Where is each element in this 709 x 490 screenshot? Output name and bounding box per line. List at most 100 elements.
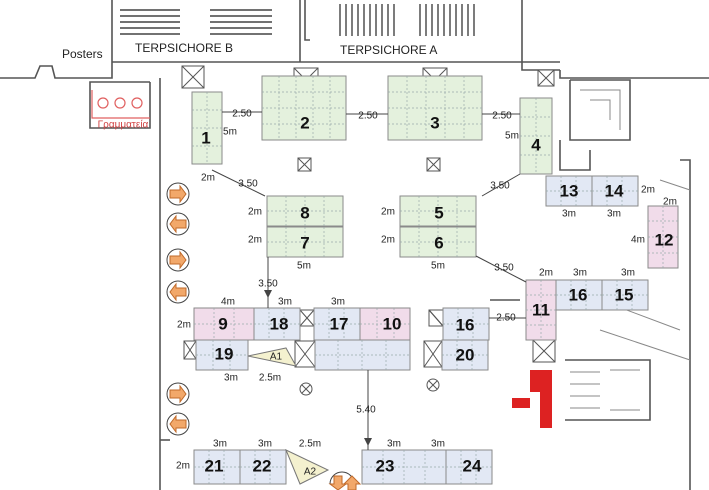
booth-number: 22: [253, 457, 272, 476]
dim-label: 4m: [631, 235, 645, 246]
column-icon: [426, 378, 440, 392]
hall-terpsichore-a: TERPSICHORE A: [339, 4, 475, 57]
seating-rows: [120, 9, 272, 35]
stage-marker-step: [512, 398, 530, 408]
bottom-entrance: [328, 471, 362, 490]
booth-18[interactable]: 18: [253, 307, 301, 341]
booth-24[interactable]: 24: [445, 449, 493, 485]
pillar-icon: [428, 309, 444, 327]
dim-label: 2m: [663, 197, 677, 208]
booth-number: 16: [456, 316, 475, 335]
secretariat-desk: Γραμματεία: [91, 90, 150, 131]
pillar-icon: [537, 69, 555, 87]
booth-20[interactable]: 20: [441, 339, 489, 371]
booth-16b[interactable]: 16: [555, 279, 603, 311]
posters-label: Posters: [62, 47, 103, 61]
dim-label: 2m: [381, 235, 395, 246]
dim-label: 3m: [331, 297, 345, 308]
dim-label: 2m: [381, 207, 395, 218]
booth-1[interactable]: 1: [191, 91, 223, 165]
booth-number: 21: [205, 457, 224, 476]
booth-center-row: [314, 339, 411, 371]
dim-label: 2.50: [496, 313, 516, 324]
booth-6[interactable]: 6: [399, 226, 477, 258]
booth-17[interactable]: 17: [313, 307, 361, 341]
booth-a2[interactable]: A2: [285, 448, 330, 485]
dim-label: 2m: [201, 173, 215, 184]
booth-16[interactable]: 16: [442, 307, 490, 341]
booth-number: 6: [434, 234, 443, 253]
pillar-icon: [181, 65, 205, 89]
booth-10[interactable]: 10: [359, 307, 411, 341]
pillar-icon: [532, 339, 556, 363]
dim-label: 2.50: [358, 111, 378, 122]
pillar-icon: [294, 340, 316, 368]
entrance-arrows: [166, 182, 190, 436]
booth-number: 16: [569, 286, 588, 305]
booth-label: A1: [270, 352, 283, 363]
measurement-lines: [211, 111, 527, 450]
booth-12[interactable]: 12: [647, 205, 679, 269]
booth-8[interactable]: 8: [266, 195, 344, 227]
arrow-up-icon: [342, 475, 362, 490]
dim-label: 4m: [221, 297, 235, 308]
booth-11[interactable]: 11: [525, 279, 557, 341]
booth-14[interactable]: 14: [591, 175, 639, 207]
dim-label: 3m: [607, 209, 621, 220]
seating-rows: [339, 4, 475, 36]
booth-number: 4: [531, 136, 541, 155]
dim-label: 5m: [431, 261, 445, 272]
booth-4[interactable]: 4: [519, 97, 553, 175]
booth-number: 19: [215, 345, 234, 364]
booths: 1 2 3 4 5 6: [191, 75, 679, 485]
booth-number: 18: [270, 315, 289, 334]
pillar-icon: [183, 340, 197, 360]
stage-marker: [530, 370, 552, 428]
booth-number: 2: [300, 114, 309, 133]
column-icon: [299, 382, 313, 396]
hall-label-b: TERPSICHORE B: [135, 41, 233, 55]
double-arrow-icon: [166, 382, 190, 406]
booth-13[interactable]: 13: [545, 175, 593, 207]
dim-label: 2m: [641, 185, 655, 196]
round-columns: [299, 378, 440, 396]
booth-19[interactable]: 19: [195, 339, 249, 371]
dim-label: 5.40: [356, 405, 376, 416]
booth-number: 10: [383, 315, 402, 334]
booth-21[interactable]: 21: [193, 449, 241, 485]
double-arrow-icon: [166, 248, 190, 272]
dim-label: 3m: [387, 439, 401, 450]
booth-a1[interactable]: A1: [247, 347, 297, 367]
secretariat-label: Γραμματεία: [98, 119, 149, 131]
dim-label: 3.50: [494, 263, 514, 274]
booth-2[interactable]: 2: [261, 75, 347, 141]
dim-label: 5m: [297, 261, 311, 272]
dim-label: 2m: [177, 320, 191, 331]
dim-label: 3m: [621, 268, 635, 279]
dim-label: 2.5m: [299, 439, 321, 450]
double-arrow-icon: [166, 212, 190, 236]
booth-23[interactable]: 23: [361, 449, 447, 485]
dimension-labels: 5m 2.50 2.50 2.50 5m 2m 3.50 3.50 2m 2m …: [176, 109, 677, 472]
dim-label: 3m: [258, 439, 272, 450]
dim-label: 2.50: [232, 109, 252, 120]
dim-label: 2.5m: [259, 373, 281, 384]
booth-number: 3: [430, 114, 439, 133]
booth-number: 12: [655, 231, 674, 250]
dim-label: 3m: [278, 297, 292, 308]
dim-label: 2m: [539, 268, 553, 279]
dim-label: 2m: [248, 235, 262, 246]
booth-number: 20: [456, 346, 475, 365]
booth-3[interactable]: 3: [387, 75, 483, 141]
booth-15[interactable]: 15: [601, 279, 649, 311]
dim-label: 5m: [223, 127, 237, 138]
booth-7[interactable]: 7: [266, 226, 344, 258]
booth-number: 15: [615, 286, 634, 305]
booth-number: 24: [463, 457, 482, 476]
booth-22[interactable]: 22: [239, 449, 287, 485]
booth-9[interactable]: 9: [193, 307, 255, 341]
booth-5[interactable]: 5: [399, 195, 477, 227]
booth-number: 23: [376, 457, 395, 476]
